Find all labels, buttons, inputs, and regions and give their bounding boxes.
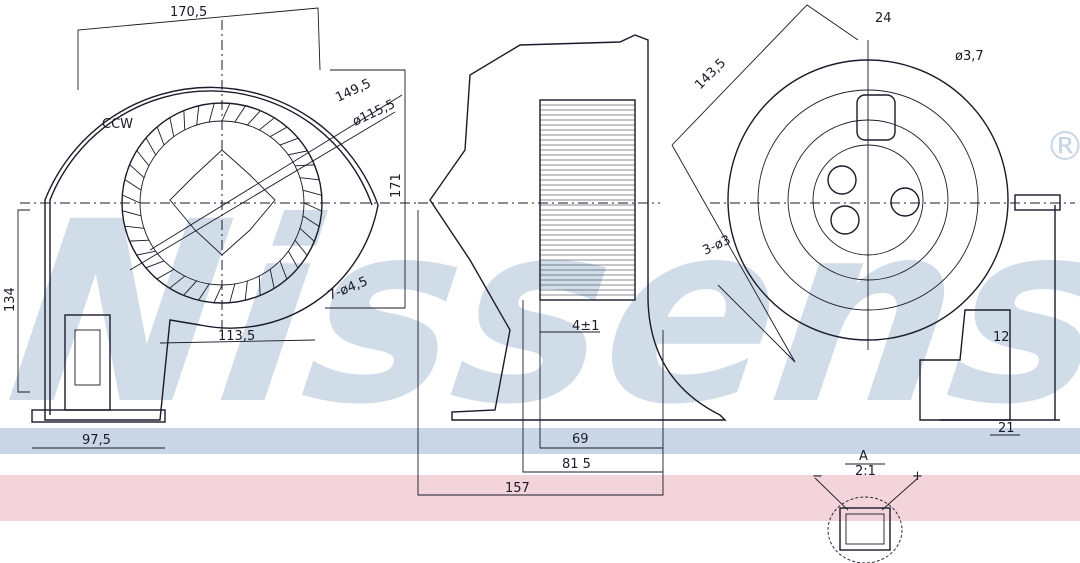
impeller-blade (288, 150, 308, 156)
impeller-blade (279, 137, 299, 146)
dim-134: 134 (3, 287, 18, 312)
impeller-blade (169, 275, 186, 289)
detail-scale: 2:1 (855, 464, 876, 479)
dim-gap: 4±1 (572, 319, 599, 334)
motor-fins (540, 104, 635, 296)
impeller-blade (247, 110, 261, 126)
dim-69: 69 (572, 432, 589, 447)
dim-24: 24 (875, 11, 892, 26)
impeller-blade (136, 250, 156, 256)
impeller-blade (156, 268, 175, 280)
impeller-blade (208, 103, 215, 123)
impeller-blade (122, 210, 142, 217)
dim-dia-3-7: ø3,7 (955, 49, 984, 64)
impeller-blade (124, 179, 142, 191)
impeller-blade (294, 239, 308, 256)
impeller-blade (269, 126, 288, 138)
impeller-blade (122, 194, 141, 204)
impeller-blade (213, 284, 223, 303)
impeller-blade (279, 260, 288, 280)
impeller-blade (183, 110, 186, 130)
plus-terminal: + (912, 469, 923, 484)
impeller-blade (136, 150, 150, 167)
impeller-blade (129, 164, 145, 178)
impeller-blade (145, 260, 165, 269)
dim-171: 171 (389, 173, 404, 198)
dim-113-5: 113,5 (218, 329, 255, 344)
impeller-blade (198, 283, 210, 301)
dim-97-5: 97,5 (82, 433, 111, 448)
impeller-blade (299, 177, 320, 181)
impeller-blade (299, 228, 315, 242)
connector-detail (814, 463, 919, 563)
side-view (417, 34, 727, 496)
impeller-blade (221, 103, 231, 122)
front-view (17, 7, 420, 449)
impeller-blade (302, 189, 322, 196)
dim-157: 157 (505, 481, 530, 496)
pink-band (0, 475, 1080, 521)
impeller-blade (229, 283, 236, 303)
impeller-blade (124, 225, 145, 229)
dim-170-5: 170,5 (170, 5, 207, 20)
impeller-blades (122, 103, 322, 303)
impeller-blade (169, 117, 175, 137)
registered-mark: ® (1045, 124, 1080, 170)
impeller-blade (244, 280, 248, 301)
dim-21: 21 (998, 421, 1015, 436)
dim-12: 12 (993, 330, 1010, 345)
impeller-blade (258, 117, 275, 131)
impeller-blade (287, 250, 299, 269)
impeller-blade (302, 215, 320, 227)
dim-143-5: 143,5 (692, 56, 729, 93)
impeller-blade (196, 105, 200, 126)
impeller-blade (258, 276, 261, 296)
rotation-label: CCW (102, 117, 133, 132)
impeller-blade (269, 269, 275, 289)
dim-149-5: 149,5 (333, 76, 373, 105)
impeller-blade (156, 126, 165, 146)
impeller-blade (145, 137, 157, 156)
impeller-blade (129, 239, 149, 242)
impeller-blade (234, 105, 246, 123)
rear-view (671, 4, 1075, 436)
dim-81-5: 81 5 (562, 457, 591, 472)
detail-label: A (859, 449, 868, 464)
impeller-blade (183, 280, 197, 296)
minus-terminal: − (812, 469, 823, 484)
impeller-blade (303, 202, 322, 212)
